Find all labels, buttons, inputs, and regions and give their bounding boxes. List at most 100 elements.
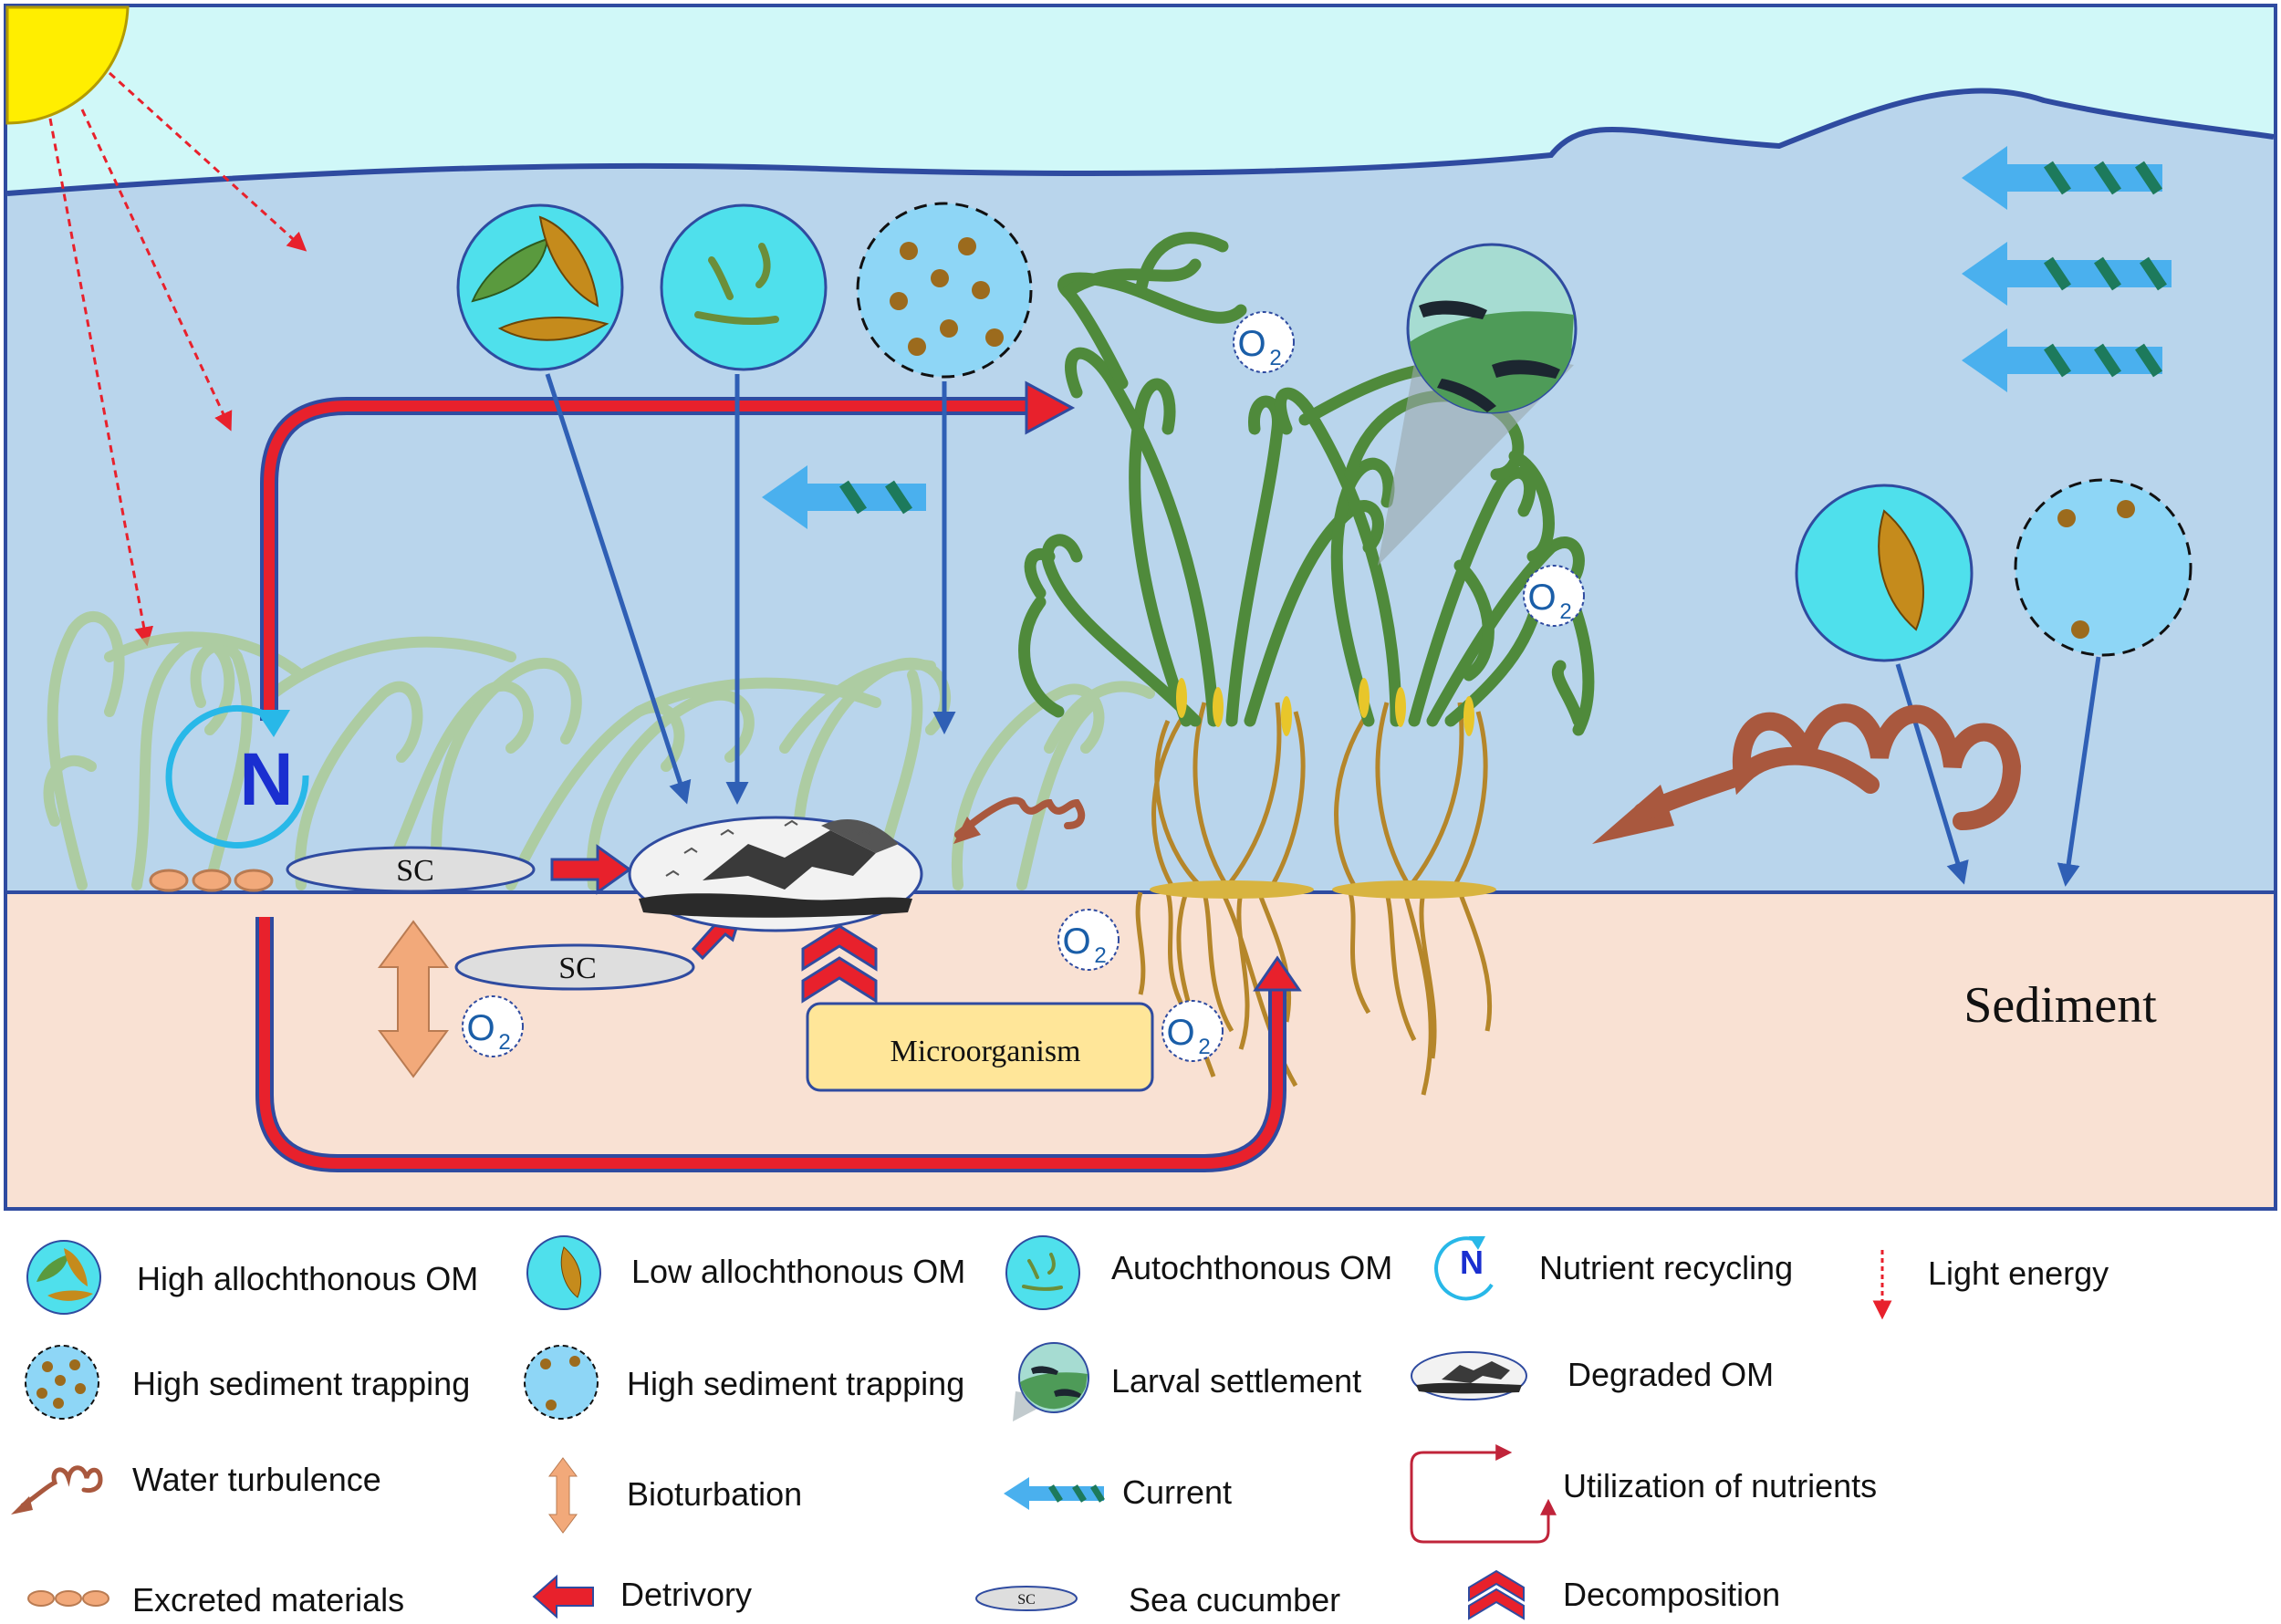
legend-icon-low-sediment-trapping bbox=[524, 1345, 599, 1420]
om-deposition-arrows bbox=[545, 373, 2101, 887]
current-arrow bbox=[1962, 328, 2162, 392]
o2-bubble: O 2 bbox=[462, 995, 524, 1057]
legend-label-sea-cucumber: Sea cucumber bbox=[1129, 1581, 1341, 1619]
background-seagrass bbox=[43, 611, 1155, 890]
deposition-arrow bbox=[1895, 663, 1969, 885]
leaf bbox=[1878, 509, 1924, 631]
legend-label-bioturbation: Bioturbation bbox=[627, 1475, 803, 1513]
autochthonous-om-circle bbox=[660, 203, 828, 371]
legend-label-excreted-materials: Excreted materials bbox=[132, 1581, 405, 1619]
svg-text:O: O bbox=[466, 1008, 495, 1048]
oxygen-bubbles: O 2 O 2 O 2 O 2 O 2 bbox=[462, 311, 1585, 1062]
microorganism-box: Microorganism bbox=[806, 1002, 1154, 1092]
seagrass-sheaths bbox=[1176, 678, 1474, 736]
legend-icon-larval-settlement bbox=[1013, 1342, 1089, 1421]
scene-frame bbox=[4, 4, 2277, 1211]
svg-text:O: O bbox=[1527, 578, 1556, 618]
legend-icon-bioturbation bbox=[548, 1457, 578, 1534]
legend-icon-current bbox=[1004, 1477, 1105, 1510]
nutrient-arrow-upper-head bbox=[1025, 380, 1076, 435]
svg-text:O: O bbox=[1237, 324, 1265, 364]
svg-text:2: 2 bbox=[1559, 599, 1571, 624]
legend-icon-water-turbulence bbox=[11, 1465, 103, 1515]
high-allochthonous-om-circle bbox=[456, 203, 624, 371]
legend-label-current: Current bbox=[1122, 1473, 1233, 1511]
microorganism-label: Microorganism bbox=[890, 1035, 1080, 1068]
o2-bubble: O 2 bbox=[1161, 1000, 1224, 1062]
svg-text:2: 2 bbox=[1094, 943, 1106, 968]
sun bbox=[5, 5, 130, 125]
turbulence-head-small bbox=[953, 817, 981, 844]
low-sediment-trapping-circle bbox=[2014, 478, 2192, 657]
legend-label-decomposition: Decomposition bbox=[1563, 1576, 1781, 1613]
legend-label-larval-settlement: Larval settlement bbox=[1111, 1362, 1362, 1400]
legend-icon-autochthonous-om bbox=[1005, 1235, 1080, 1310]
legend-icon-detrivory bbox=[532, 1574, 594, 1619]
turbulence-body-large bbox=[1633, 766, 1752, 821]
svg-text:SC: SC bbox=[1017, 1592, 1036, 1608]
deposition-arrow bbox=[545, 373, 692, 805]
legend-label-utilization-of-nutrients: Utilization of nutrients bbox=[1563, 1467, 1878, 1504]
legend-icon-high-allochthonous-om bbox=[26, 1240, 101, 1315]
svg-text:O: O bbox=[1166, 1013, 1194, 1053]
light-ray bbox=[80, 109, 233, 432]
svg-text:O: O bbox=[1062, 921, 1090, 962]
legend-label-nutrient-recycling: Nutrient recycling bbox=[1539, 1249, 1794, 1286]
svg-text:2: 2 bbox=[498, 1030, 510, 1055]
nutrient-symbol-text: N bbox=[239, 738, 293, 821]
larva bbox=[1419, 300, 1487, 319]
larval-settlement-inset bbox=[1378, 243, 1578, 566]
root-mat bbox=[1150, 880, 1314, 899]
legend-icon-decomposition bbox=[1468, 1569, 1525, 1620]
low-allochthonous-om-circle bbox=[1795, 484, 1974, 662]
current-arrow bbox=[1962, 242, 2172, 306]
svg-text:2: 2 bbox=[1198, 1035, 1210, 1059]
decomposition-symbol bbox=[801, 924, 878, 1004]
legend-icons: N bbox=[11, 1235, 1892, 1620]
deposition-arrow bbox=[2057, 656, 2101, 887]
degraded-om bbox=[628, 816, 923, 932]
nutrient-recycling-symbol: N bbox=[165, 704, 309, 848]
larva bbox=[1437, 379, 1496, 412]
currents bbox=[762, 146, 2172, 529]
light-rays bbox=[48, 71, 307, 647]
turbulence-coil-small bbox=[954, 796, 1086, 838]
o2-bubble: O 2 bbox=[1057, 909, 1120, 971]
light-ray bbox=[48, 118, 154, 647]
leaf bbox=[497, 317, 609, 341]
legend-icon-low-allochthonous-om bbox=[526, 1235, 601, 1310]
excreted-materials bbox=[149, 869, 274, 892]
nutrient-arrow-upper-fill bbox=[264, 401, 1026, 721]
legend-icon-degraded-om bbox=[1411, 1351, 1527, 1400]
leaf bbox=[538, 215, 599, 307]
o2-bubble: O 2 bbox=[1523, 565, 1585, 627]
nutrient-arrow-lower-head bbox=[1253, 955, 1302, 992]
legend-icon-nutrient-recycling: N bbox=[1434, 1236, 1494, 1301]
seagrass-roots bbox=[1135, 702, 1493, 1096]
high-sediment-trapping-circle bbox=[856, 202, 1033, 379]
legend-label-high-sediment-trapping: High sediment trapping bbox=[132, 1365, 471, 1402]
bioturbation-arrow bbox=[378, 920, 449, 1078]
legend-icon-sea-cucumber: SC bbox=[975, 1586, 1078, 1611]
current-arrow bbox=[762, 465, 926, 529]
legend-label-degraded-om: Degraded OM bbox=[1568, 1356, 1775, 1393]
root-mat bbox=[1332, 880, 1496, 899]
sea-cucumber-buried: SC bbox=[454, 943, 695, 991]
seagrass-clumps bbox=[1018, 232, 1595, 1096]
legend-label-light-energy: Light energy bbox=[1928, 1254, 2109, 1292]
o2-bubble: O 2 bbox=[1233, 311, 1295, 373]
legend-icon-excreted-materials bbox=[27, 1590, 109, 1607]
light-ray bbox=[108, 71, 307, 252]
water-turbulence bbox=[953, 703, 2022, 844]
water-surface-line bbox=[6, 88, 2275, 196]
svg-text:N: N bbox=[1460, 1244, 1484, 1281]
legend-label-detrivory: Detrivory bbox=[620, 1576, 753, 1613]
current-arrow bbox=[1962, 146, 2162, 210]
sc-label: SC bbox=[396, 854, 434, 888]
sc-label: SC bbox=[558, 952, 597, 985]
legend-label-high-sediment-trapping: High sediment trapping bbox=[627, 1365, 965, 1402]
legend-icon-high-sediment-trapping bbox=[25, 1345, 99, 1420]
legend-label-high-allochthonous-om: High allochthonous OM bbox=[137, 1260, 479, 1297]
larva bbox=[1492, 359, 1560, 379]
sediment-label: Sediment bbox=[1963, 977, 2157, 1034]
